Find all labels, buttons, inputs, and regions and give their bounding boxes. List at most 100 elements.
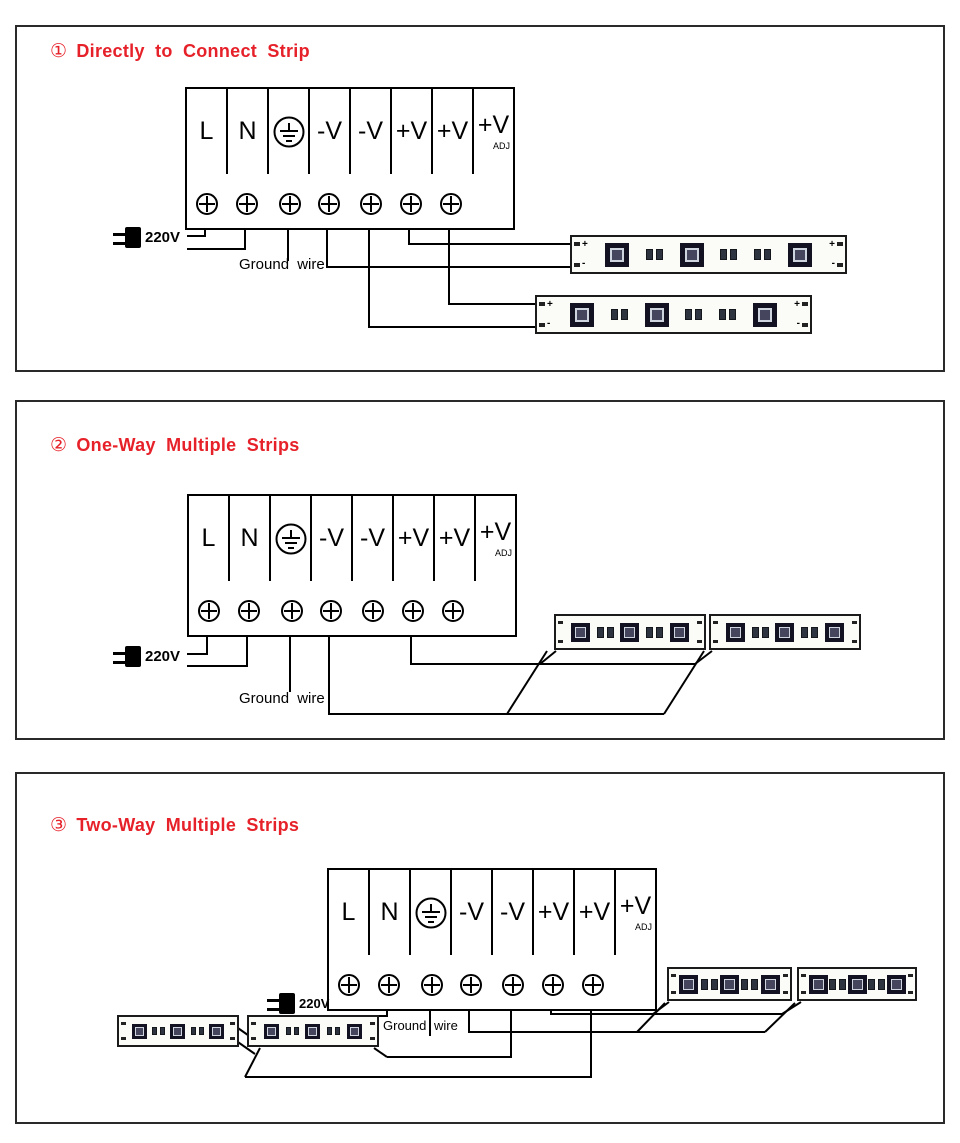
negative-tap-strip1 (506, 650, 548, 715)
resistor-pair (152, 1027, 166, 1035)
terminal-earth-cell (271, 496, 312, 581)
panel-title: ③ Two-Way Multiple Strips (50, 814, 299, 837)
earth-ground-icon (273, 116, 304, 147)
led-strip (709, 614, 861, 650)
resistor-pair (741, 978, 759, 990)
led-chip (788, 242, 813, 267)
solder-pad (852, 640, 857, 643)
resistor (719, 309, 727, 320)
resistor-pair (610, 309, 628, 320)
negative-wire-strip2 (368, 213, 537, 328)
ground-wire-label: Ground wire (239, 256, 325, 273)
solder-pad (671, 974, 676, 977)
resistor-pair (754, 249, 772, 260)
solder-pad (251, 1037, 256, 1040)
resistor (751, 626, 759, 638)
solder-pad (574, 263, 580, 267)
negative-tap-strip-right1 (636, 1002, 666, 1033)
plug-body-icon (125, 227, 141, 248)
led-strip (117, 1015, 239, 1047)
solder-pad (251, 1022, 256, 1025)
solder-pad (783, 991, 788, 994)
solder-pad (230, 1037, 235, 1040)
strip-minus-label: - (547, 318, 551, 329)
panel-title-text: Two-Way Multiple Strips (76, 815, 300, 835)
resistor (751, 978, 759, 990)
terminal-label-posv-3: +V (619, 891, 652, 920)
led-chip (679, 974, 699, 994)
resistor-pair (700, 978, 718, 990)
led-strip (247, 1015, 379, 1047)
solder-pad (783, 974, 788, 977)
solder-pad (837, 242, 843, 246)
resistor (620, 309, 628, 320)
solder-pad (837, 263, 843, 267)
terminal-label-live: L (187, 89, 228, 174)
plug-prong-icon (113, 661, 125, 664)
resistor-pair (801, 626, 819, 638)
mains-voltage-label: 220V (299, 996, 330, 1011)
resistor (720, 249, 728, 260)
terminal-label-posv-1: +V (534, 870, 575, 955)
resistor (152, 1027, 158, 1035)
screw-terminal (281, 600, 303, 622)
adj-label: ADJ (494, 547, 512, 558)
terminal-label-negv-2: -V (351, 89, 392, 174)
earth-ground-icon (275, 523, 306, 554)
terminal-label-negv-2: -V (353, 496, 394, 581)
solder-pad (370, 1022, 375, 1025)
adj-label: ADJ (492, 140, 510, 151)
solder-pad (908, 991, 913, 994)
plug-body-icon (125, 646, 141, 667)
solder-pad (801, 974, 806, 977)
resistor-pair (685, 309, 703, 320)
resistor (655, 249, 663, 260)
screw-terminal (378, 974, 400, 996)
led-strip (667, 967, 792, 1001)
positive-wire-strip2 (448, 213, 537, 305)
solder-pad (539, 302, 545, 306)
ground-wire-label: Ground wire (383, 1018, 458, 1033)
circled-number-icon: ③ (50, 815, 68, 836)
terminal-label-posv-adj: +V ADJ (476, 496, 515, 581)
terminal-label-posv-3: +V (479, 517, 512, 546)
screw-terminal (440, 193, 462, 215)
resistor-pair (646, 626, 664, 638)
terminal-label-posv-2: +V (433, 89, 474, 174)
strip-minus-label: - (582, 258, 586, 269)
power-supply-terminal-block: L N -V -V +V +V +V ADJ (187, 494, 517, 637)
solder-pad (574, 242, 580, 246)
negative-tap-strip-left (373, 1047, 388, 1058)
resistor (878, 978, 885, 990)
led-chip (753, 302, 778, 327)
plug-prong-icon (267, 999, 279, 1002)
strip-minus-label: - (831, 258, 835, 269)
plug-prong-icon (113, 242, 125, 245)
screw-terminal (362, 600, 384, 622)
led-chip (775, 622, 795, 642)
resistor (764, 249, 772, 260)
screw-terminal (542, 974, 564, 996)
mains-voltage-label: 220V (145, 229, 181, 246)
solder-pad (713, 640, 718, 643)
led-chip (132, 1023, 148, 1039)
resistor (610, 309, 618, 320)
panel-title-text: One-Way Multiple Strips (76, 435, 300, 455)
terminal-earth-cell (269, 89, 310, 174)
terminal-label-posv-3: +V (477, 110, 510, 139)
screw-terminal (318, 193, 340, 215)
resistor (606, 626, 614, 638)
resistor (839, 978, 846, 990)
resistor (741, 978, 749, 990)
solder-pad (539, 323, 545, 327)
resistor-pair (190, 1027, 204, 1035)
strip-plus-label: + (582, 239, 588, 250)
resistor-pair (285, 1027, 299, 1035)
solder-pad (230, 1022, 235, 1025)
led-strip: + - + - (570, 235, 847, 274)
terminal-label-posv-1: +V (394, 496, 435, 581)
screw-terminal (442, 600, 464, 622)
